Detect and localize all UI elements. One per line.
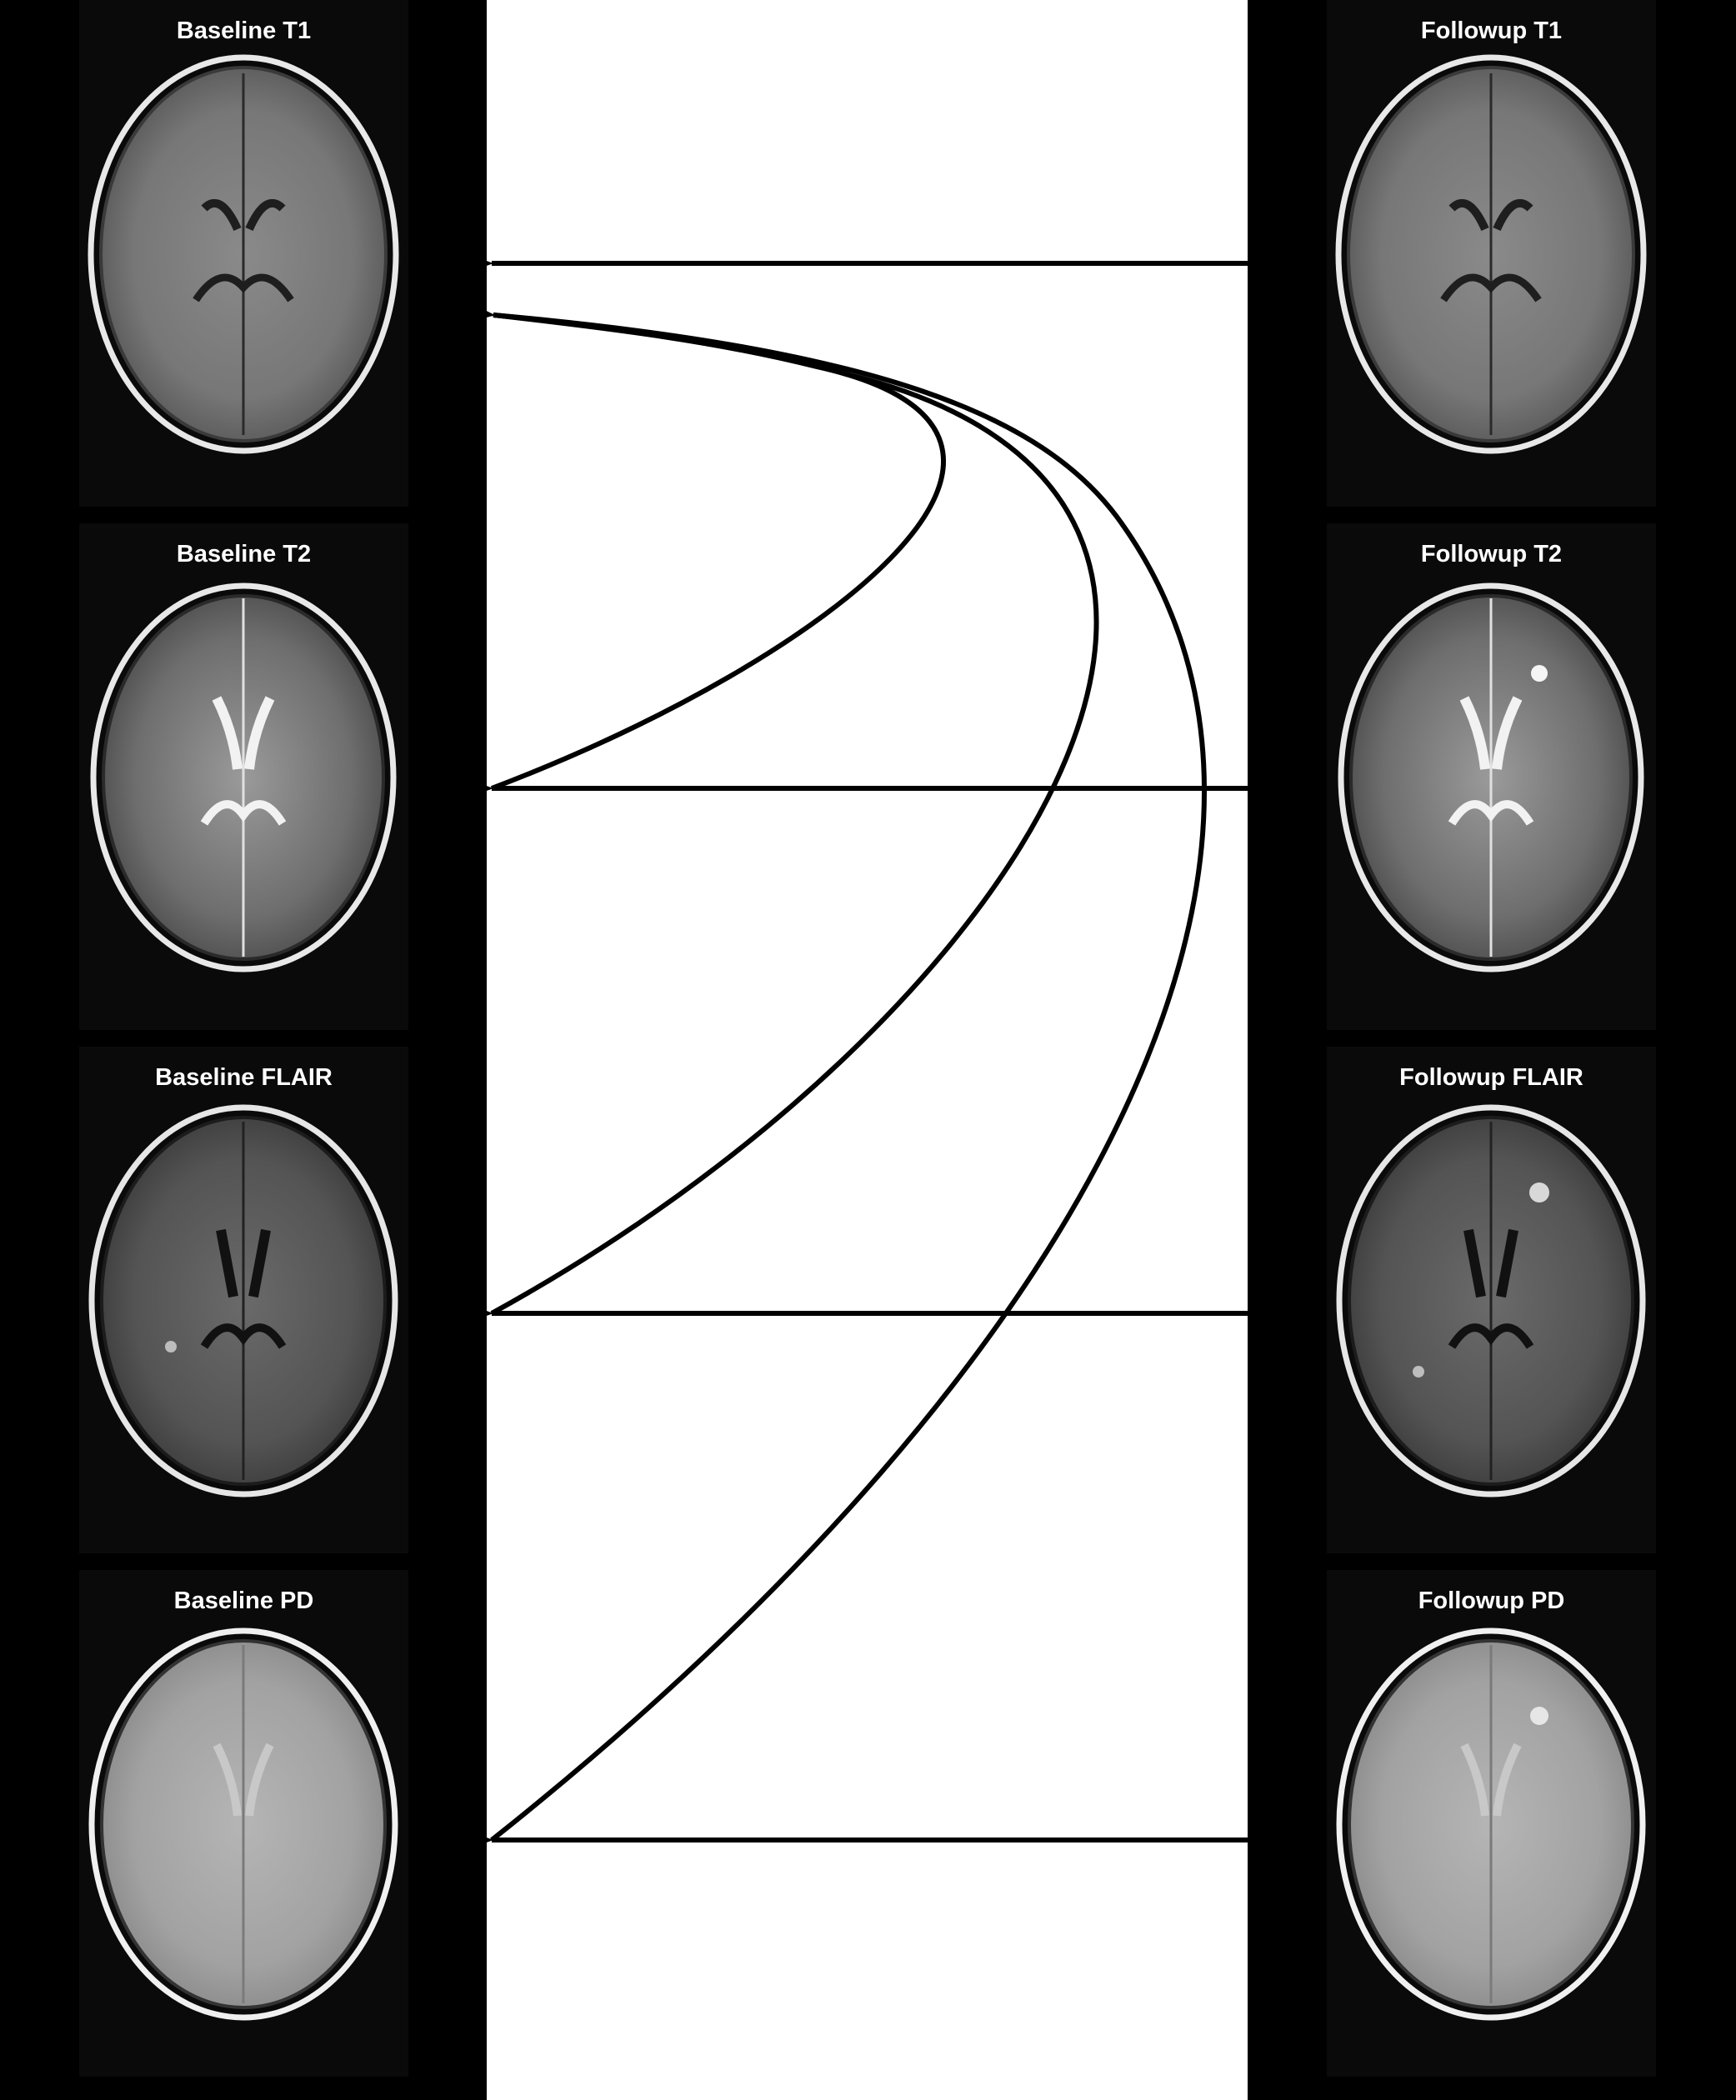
baseline-flair-title: Baseline FLAIR xyxy=(155,1064,333,1091)
baseline-t1-title: Baseline T1 xyxy=(176,18,312,44)
baseline-t2-panel: Baseline T2 xyxy=(79,523,408,1030)
baseline-flair-panel: Baseline FLAIR xyxy=(79,1047,408,1553)
followup-flair-panel: Followup FLAIR xyxy=(1327,1047,1656,1553)
followup-t1-scan xyxy=(1335,54,1647,454)
arrow-baseline-flair-to-baseline-t1 xyxy=(443,292,1099,1316)
arrow-baseline-t2-to-baseline-t1 xyxy=(443,291,946,791)
followup-t2-panel: Followup T2 xyxy=(1327,523,1656,1030)
followup-t1-panel: Followup T1 xyxy=(1327,0,1656,507)
followup-pd-scan xyxy=(1336,1628,1646,2021)
followup-flair-scan xyxy=(1336,1104,1646,1498)
followup-pd-panel: Followup PD xyxy=(1327,1570,1656,2077)
baseline-t1-panel: Baseline T1 xyxy=(79,0,408,507)
baseline-flair-scan xyxy=(88,1104,398,1498)
baseline-t1-scan xyxy=(88,54,399,454)
followup-t2-title: Followup T2 xyxy=(1420,541,1563,568)
baseline-t2-title: Baseline T2 xyxy=(176,541,312,568)
arrow-baseline-pd-to-baseline-t1 xyxy=(443,292,1207,1842)
baseline-pd-panel: Baseline PD xyxy=(79,1570,408,2077)
followup-t1-title: Followup T1 xyxy=(1420,18,1563,44)
followup-column: Followup T1 Followup T2 Followup FLAIR xyxy=(1248,0,1736,2100)
baseline-pd-scan xyxy=(88,1628,398,2021)
followup-t2-scan xyxy=(1338,582,1644,972)
baseline-t2-scan xyxy=(90,582,397,972)
followup-flair-title: Followup FLAIR xyxy=(1399,1064,1583,1091)
followup-pd-title: Followup PD xyxy=(1418,1588,1565,1614)
baseline-pd-title: Baseline PD xyxy=(173,1588,314,1614)
baseline-column: Baseline T1 Baseline T2 Baseline FLAIR xyxy=(0,0,487,2100)
